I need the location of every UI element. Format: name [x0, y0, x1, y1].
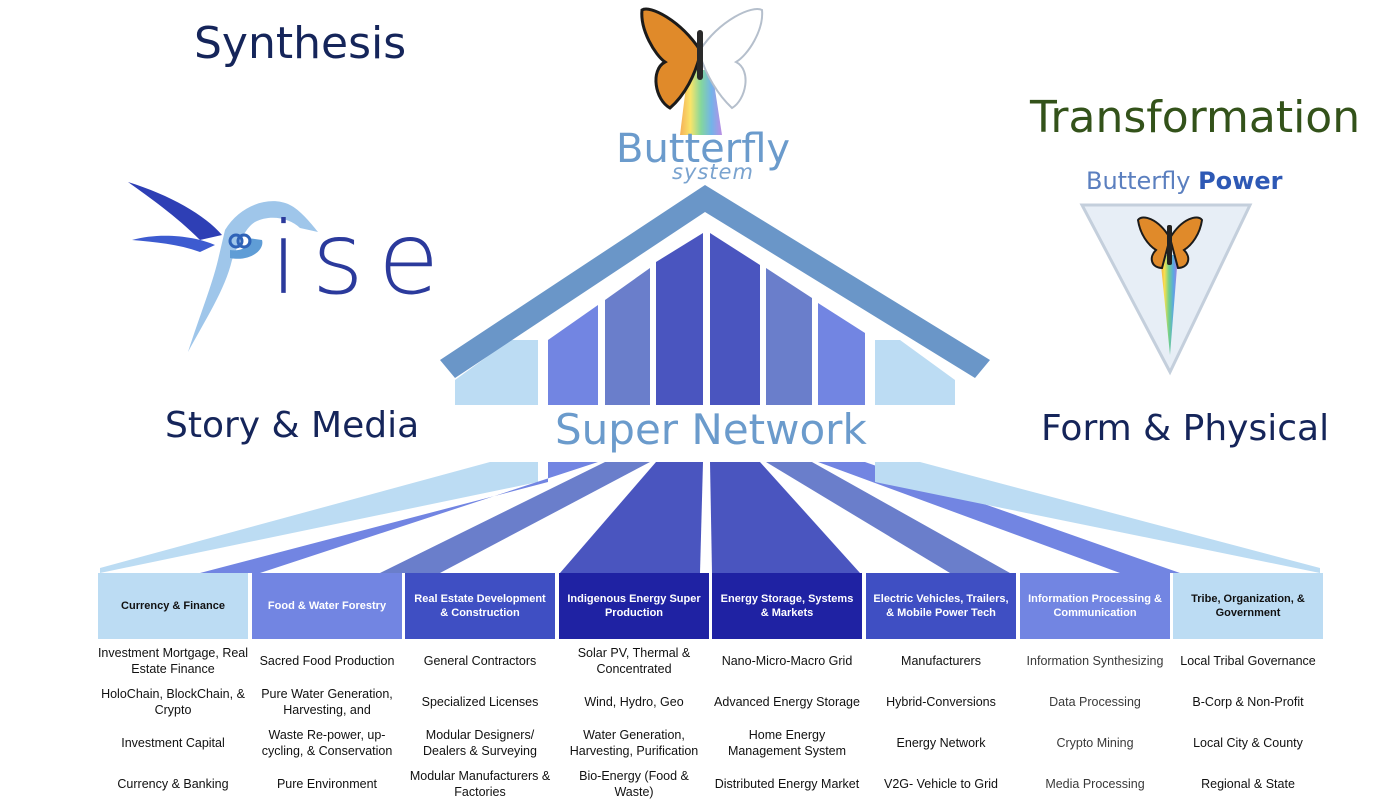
- form-physical-title: Form & Physical: [1041, 408, 1330, 449]
- column-2-item-4: Pure Environment: [276, 777, 378, 791]
- beam-5: [710, 462, 860, 573]
- super-network-title: Super Network: [555, 405, 867, 454]
- column-header-6: Electric Vehicles, Trailers, & Mobile Po…: [866, 573, 1016, 639]
- pillar-2: [605, 268, 650, 405]
- column-2-item-1: Sacred Food Production: [259, 654, 395, 668]
- column-6-item-3: Energy Network: [896, 736, 986, 750]
- column-4-item-4: Bio-Energy (Food & Waste): [579, 769, 689, 799]
- column-1-item-1: Investment Mortgage, Real Estate Finance: [97, 646, 249, 676]
- column-1-item-4: Currency & Banking: [117, 777, 229, 791]
- column-3-item-2: Specialized Licenses: [421, 695, 539, 709]
- column-header-2: Food & Water Forestry: [252, 573, 402, 639]
- transformation-title: Transformation: [1030, 92, 1361, 143]
- pillar-6: [818, 303, 865, 405]
- ise-logo-text: ise: [270, 200, 454, 317]
- pillar-3: [656, 233, 703, 405]
- column-header-4: Indigenous Energy Super Production: [559, 573, 709, 639]
- column-1-item-3: Investment Capital: [121, 736, 225, 750]
- column-2-item-2: Pure Water Generation, Harvesting, and: [261, 687, 393, 717]
- column-6-item-4: V2G- Vehicle to Grid: [884, 777, 998, 791]
- column-header-7: Information Processing & Communication: [1020, 573, 1170, 639]
- beam-8: [875, 462, 1320, 573]
- pillar-4: [710, 233, 760, 405]
- beam-1: [100, 462, 538, 573]
- left-eave: [455, 340, 538, 405]
- butterfly-power-title: Butterfly Power: [1086, 167, 1282, 195]
- column-8-item-3: Local City & County: [1193, 736, 1303, 750]
- column-header-1: Currency & Finance: [98, 573, 248, 639]
- column-2-item-3: Waste Re-power, up-cycling, & Conservati…: [261, 728, 393, 758]
- beam-3: [380, 462, 650, 573]
- beam-2: [200, 462, 598, 573]
- pillar-1: [548, 305, 598, 405]
- column-header-5: Energy Storage, Systems & Markets: [712, 573, 862, 639]
- column-7-item-3: Crypto Mining: [1056, 736, 1134, 750]
- column-7-item-2: Data Processing: [1049, 695, 1141, 709]
- column-5-item-3: Home Energy Management System: [727, 728, 847, 758]
- column-6-item-2: Hybrid-Conversions: [886, 695, 996, 709]
- column-8-item-4: Regional & State: [1201, 777, 1295, 791]
- butterfly-power-logo: [1079, 203, 1253, 376]
- butterfly-system-logo: [640, 7, 764, 135]
- column-3-item-1: General Contractors: [423, 654, 537, 668]
- butterfly-system-logo-text: Butterfly: [616, 126, 791, 172]
- butterfly-power-word-b: Power: [1198, 167, 1283, 195]
- butterfly-power-word-a: Butterfly: [1086, 167, 1191, 195]
- column-8-item-1: Local Tribal Governance: [1180, 654, 1316, 668]
- beam-4: [560, 462, 703, 573]
- column-header-8: Tribe, Organization, & Government: [1173, 573, 1323, 639]
- column-5-item-4: Distributed Energy Market: [714, 777, 860, 791]
- pillar-5: [766, 268, 812, 405]
- column-1-item-2: HoloChain, BlockChain, & Crypto: [101, 687, 245, 717]
- synthesis-title: Synthesis: [194, 18, 407, 69]
- column-4-item-1: Solar PV, Thermal & Concentrated: [577, 646, 691, 676]
- column-3-item-4: Modular Manufacturers & Factories: [409, 769, 551, 799]
- column-7-item-4: Media Processing: [1045, 777, 1145, 791]
- column-5-item-1: Nano-Micro-Macro Grid: [721, 654, 853, 668]
- beam-6: [766, 462, 1010, 573]
- story-media-title: Story & Media: [165, 405, 420, 446]
- ise-bird-logo: [128, 182, 318, 352]
- column-header-3: Real Estate Development & Construction: [405, 573, 555, 639]
- beam-7: [818, 462, 1180, 573]
- column-7-item-1: Information Synthesizing: [1026, 654, 1164, 668]
- column-4-item-2: Wind, Hydro, Geo: [584, 695, 684, 709]
- butterfly-system-logo-subtext: system: [672, 160, 754, 184]
- column-3-item-3: Modular Designers/ Dealers & Surveying: [423, 728, 537, 758]
- column-5-item-2: Advanced Energy Storage: [714, 695, 860, 709]
- column-8-item-2: B-Corp & Non-Profit: [1192, 695, 1304, 709]
- column-4-item-3: Water Generation, Harvesting, Purificati…: [569, 728, 699, 758]
- column-6-item-1: Manufacturers: [901, 654, 981, 668]
- right-eave: [875, 340, 955, 405]
